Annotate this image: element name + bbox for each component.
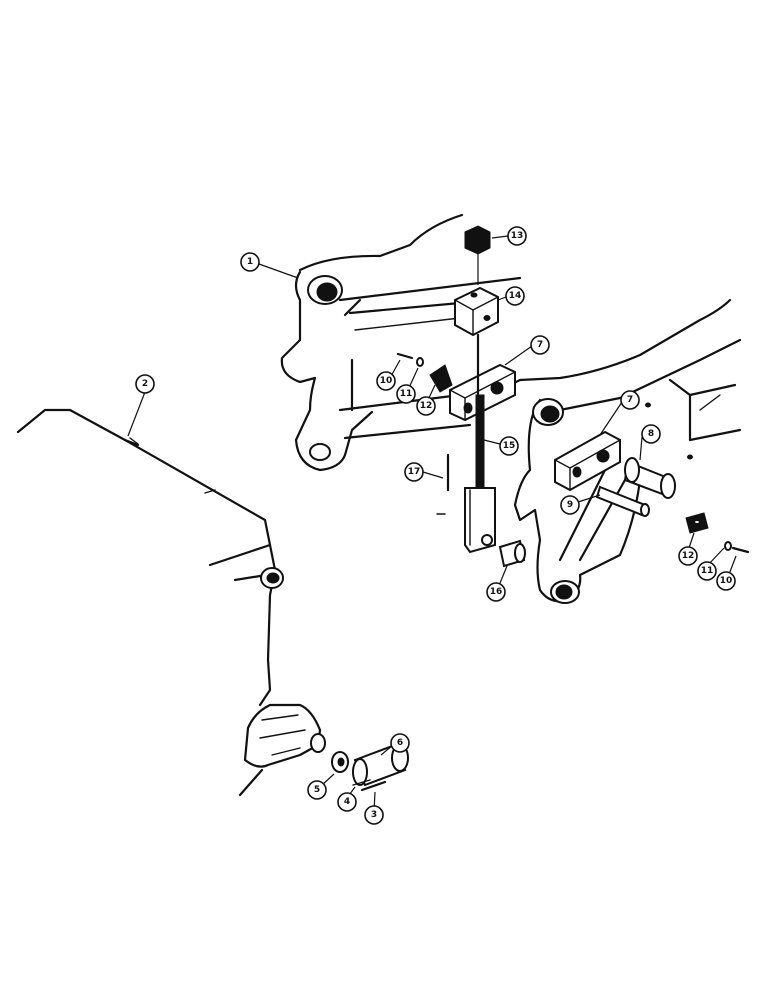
pin-part-16 bbox=[498, 539, 526, 568]
svg-text:6: 6 bbox=[397, 738, 403, 748]
bolt-part-10-left bbox=[396, 352, 414, 360]
pin-part-9 bbox=[595, 485, 650, 517]
washer-part-5 bbox=[331, 751, 349, 773]
callout-15: 15 bbox=[499, 436, 519, 456]
svg-text:11: 11 bbox=[400, 389, 413, 399]
svg-text:12: 12 bbox=[682, 551, 695, 561]
callout-11-left: 11 bbox=[396, 384, 416, 404]
pin-part-8 bbox=[623, 457, 676, 499]
svg-text:14: 14 bbox=[509, 291, 522, 301]
callout-9: 9 bbox=[560, 495, 580, 515]
lock-plate-part-12-left bbox=[429, 364, 453, 393]
plate-part-7-right bbox=[554, 430, 621, 492]
callout-7-right: 7 bbox=[620, 390, 640, 410]
svg-text:9: 9 bbox=[567, 500, 573, 510]
svg-text:11: 11 bbox=[701, 566, 714, 576]
attachment-frame bbox=[16, 408, 284, 797]
callout-8: 8 bbox=[641, 424, 661, 444]
svg-text:16: 16 bbox=[490, 587, 503, 597]
svg-text:7: 7 bbox=[537, 340, 543, 350]
callout-2: 2 bbox=[135, 374, 155, 394]
loader-frame bbox=[280, 213, 742, 604]
callout-12-left: 12 bbox=[416, 396, 436, 416]
callout-11-right: 11 bbox=[697, 561, 717, 581]
callout-10-right: 10 bbox=[716, 571, 736, 591]
pin-part-6 bbox=[352, 743, 409, 787]
rod-part-15 bbox=[464, 333, 496, 554]
callout-14: 14 bbox=[505, 286, 525, 306]
svg-text:10: 10 bbox=[720, 576, 733, 586]
svg-text:2: 2 bbox=[142, 379, 148, 389]
pin-part-3 bbox=[360, 780, 387, 792]
cotter-part-4 bbox=[352, 779, 371, 786]
callout-17: 17 bbox=[404, 462, 424, 482]
callouts: 1 2 3 4 5 6 7 7 8 9 10 10 11 11 12 12 13… bbox=[127, 226, 737, 825]
callout-10-left: 10 bbox=[376, 371, 396, 391]
callout-3: 3 bbox=[364, 805, 384, 825]
svg-text:10: 10 bbox=[380, 376, 393, 386]
svg-text:1: 1 bbox=[247, 257, 253, 267]
block-part-14 bbox=[454, 286, 499, 337]
svg-text:3: 3 bbox=[371, 810, 377, 820]
callout-12-right: 12 bbox=[678, 546, 698, 566]
callout-6: 6 bbox=[390, 733, 410, 753]
svg-text:13: 13 bbox=[511, 231, 524, 241]
callout-7-left: 7 bbox=[530, 335, 550, 355]
callout-13: 13 bbox=[507, 226, 527, 246]
svg-text:15: 15 bbox=[503, 441, 516, 451]
svg-text:8: 8 bbox=[648, 429, 654, 439]
plate-part-7-left bbox=[449, 363, 516, 422]
nut-part-13 bbox=[464, 225, 491, 285]
svg-text:17: 17 bbox=[408, 467, 421, 477]
svg-text:12: 12 bbox=[420, 401, 433, 411]
bolt-part-10-right bbox=[731, 546, 750, 554]
svg-text:7: 7 bbox=[627, 395, 633, 405]
lower-bracket bbox=[243, 703, 326, 768]
svg-text:4: 4 bbox=[344, 797, 350, 807]
callout-16: 16 bbox=[486, 582, 506, 602]
callout-1: 1 bbox=[240, 252, 260, 272]
svg-text:5: 5 bbox=[314, 785, 320, 795]
callout-5: 5 bbox=[307, 780, 327, 800]
callout-4: 4 bbox=[337, 792, 357, 812]
